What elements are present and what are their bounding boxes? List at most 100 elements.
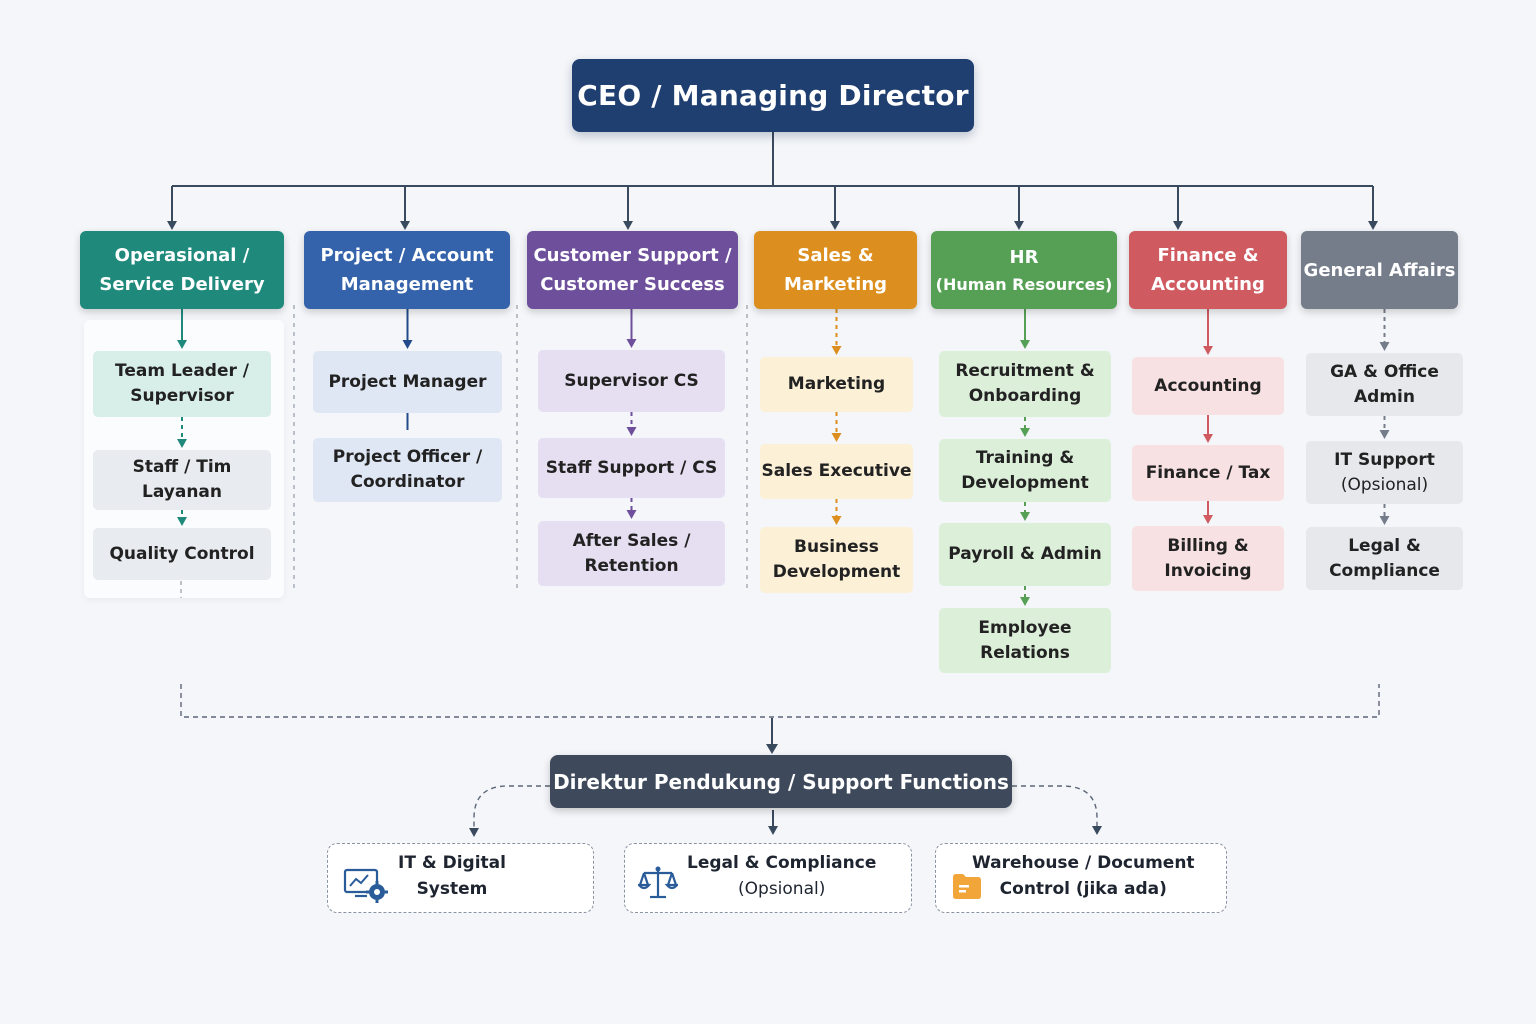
child-arrowhead-ga-0 (1379, 342, 1390, 351)
role-label-line: Project Officer / (332, 447, 483, 467)
child-arrowhead-ops-2 (177, 517, 187, 526)
support-item-it-line1: IT & Digital (398, 853, 506, 873)
role-label-line: Relations (980, 642, 1070, 663)
dept-header-line: Operasional / (114, 245, 250, 266)
dept-arrowhead-fin (1173, 221, 1183, 230)
dept-header-line: General Affairs (1303, 259, 1456, 281)
role-label-line: IT Support (1334, 449, 1435, 470)
dept-arrowhead-ops (167, 221, 177, 230)
role-label-line: Legal & (1348, 535, 1421, 556)
dept-header-line: Accounting (1151, 274, 1265, 295)
ceo-box[interactable]: CEO / Managing Director (572, 59, 974, 132)
role-label-line: Staff / Tim (132, 457, 232, 477)
role-label-line: Marketing (787, 374, 886, 394)
support-item-legal-text: Legal & Compliance (Opsional) (687, 850, 876, 902)
dept-arrowhead-sales (830, 221, 840, 230)
dept-cs-role-1[interactable]: Staff Support / CS (538, 438, 725, 498)
ceo-connectors (172, 132, 1373, 187)
child-arrowhead-hr-3 (1020, 597, 1030, 606)
support-functions-label: Direktur Pendukung / Support Functions (553, 769, 1009, 794)
child-arrowhead-cs-1 (626, 427, 637, 436)
role-label-line: Supervisor CS (564, 370, 699, 391)
dept-cs-role-2[interactable]: After Sales /Retention (538, 521, 725, 586)
child-arrowhead-sales-1 (831, 433, 842, 442)
role-label-line: Employee (978, 617, 1072, 638)
role-label-line: Retention (584, 555, 679, 576)
support-item-warehouse-text: Warehouse / Document Control (jika ada) (972, 850, 1195, 902)
support-functions-box[interactable]: Direktur Pendukung / Support Functions (550, 755, 1012, 808)
support-item-legal-line2: (Opsional) (738, 879, 826, 899)
role-label-line: Billing & (1167, 535, 1249, 556)
dept-arrowhead-hr (1014, 221, 1024, 230)
dept-pam-role-1[interactable]: Project Officer / Coordinator (313, 438, 502, 502)
dept-header-ops[interactable]: Operasional /Service Delivery (80, 231, 284, 309)
role-label-line: Development (772, 562, 901, 582)
dept-header-cs[interactable]: Customer Support / Customer Success (527, 231, 738, 309)
dept-header-line: Customer Support / (533, 245, 732, 266)
dept-ops-role-0[interactable]: Team Leader / Supervisor (93, 351, 271, 417)
dept-hr-role-0[interactable]: Recruitment & Onboarding (939, 351, 1111, 417)
dept-fin-role-0[interactable]: Accounting (1132, 357, 1284, 415)
child-arrowhead-ops-0 (177, 340, 187, 349)
dept-header-line: HR (1009, 246, 1039, 268)
scales-icon (638, 866, 678, 899)
child-arrowhead-fin-1 (1203, 434, 1213, 443)
support-item-legal[interactable]: Legal & Compliance (Opsional) (624, 843, 912, 913)
child-arrowhead-hr-1 (1020, 428, 1030, 437)
role-label-line: Project Manager (328, 371, 487, 392)
role-label-line: Payroll & Admin (948, 544, 1102, 564)
dept-pam-role-0[interactable]: Project Manager (313, 351, 502, 413)
dept-hr-role-2[interactable]: Payroll & Admin (939, 523, 1111, 586)
dept-arrowhead-cs (623, 221, 633, 230)
role-label-line: Invoicing (1164, 560, 1252, 581)
role-label-line: Team Leader / (114, 361, 250, 381)
role-label-line: GA & Office (1330, 361, 1439, 382)
dept-fin-role-2[interactable]: Billing & Invoicing (1132, 526, 1284, 591)
dept-sales-role-1[interactable]: Sales Executive (760, 444, 913, 499)
role-label-line: Recruitment & (955, 361, 1095, 381)
dept-header-line: (Human Resources) (935, 274, 1113, 294)
dept-header-fin[interactable]: Finance & Accounting (1129, 231, 1287, 309)
support-item-it-text: IT & Digital System (398, 850, 506, 902)
child-arrowhead-cs-2 (626, 510, 637, 519)
dept-ops-role-2[interactable]: Quality Control (93, 528, 271, 580)
support-item-it[interactable]: IT & Digital System (327, 843, 594, 913)
folder-icon (953, 874, 981, 899)
dept-fin-role-1[interactable]: Finance / Tax (1132, 445, 1284, 501)
support-item-warehouse-line1: Warehouse / Document (972, 853, 1195, 873)
dept-header-ga[interactable]: General Affairs (1301, 231, 1458, 309)
dept-header-line: Customer Success (540, 274, 725, 295)
role-label-line: Accounting (1154, 375, 1262, 396)
dept-header-line: Sales & (797, 245, 874, 266)
dept-arrowhead-pam (400, 221, 410, 230)
role-label-line: Development (961, 472, 1089, 493)
dept-header-hr[interactable]: HR (Human Resources) (931, 231, 1117, 309)
role-label-line: Onboarding (968, 386, 1082, 406)
dept-ga-role-1[interactable]: IT Support(Opsional) (1306, 441, 1463, 504)
role-label-line: Coordinator (350, 472, 465, 492)
dept-sales-role-0[interactable]: Marketing (760, 357, 913, 412)
support-arrows (771, 718, 774, 826)
role-label-line: Sales Executive (761, 461, 912, 481)
dept-header-line: Management (340, 274, 474, 295)
dept-header-sales[interactable]: Sales &Marketing (754, 231, 917, 309)
support-bracket (180, 684, 1380, 829)
child-arrowhead-fin-2 (1203, 515, 1213, 524)
child-arrowhead-pam-0 (402, 340, 413, 349)
role-label-line: Supervisor (130, 386, 234, 406)
dept-hr-role-1[interactable]: Training &Development (939, 439, 1111, 502)
dept-header-line: Finance & (1157, 245, 1259, 266)
support-item-warehouse[interactable]: Warehouse / Document Control (jika ada) (935, 843, 1227, 913)
dept-arrowhead-ga (1368, 221, 1378, 230)
child-arrowhead-cs-0 (626, 339, 637, 348)
support-item-warehouse-line2: Control (jika ada) (999, 879, 1167, 899)
dept-ga-role-2[interactable]: Legal &Compliance (1306, 527, 1463, 590)
dept-cs-role-0[interactable]: Supervisor CS (538, 350, 725, 412)
support-item-legal-line1: Legal & Compliance (687, 853, 877, 873)
